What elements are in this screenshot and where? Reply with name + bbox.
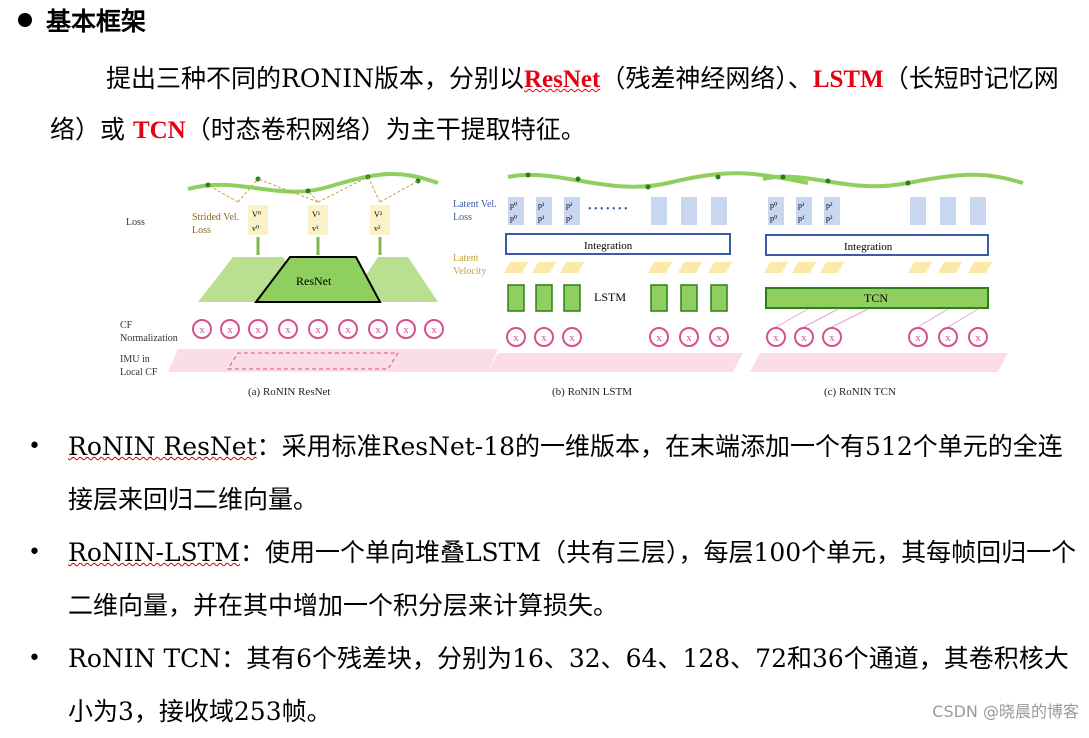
bullet-list: • RoNIN ResNet：采用标准ResNet-18的一维版本，在末端添加一个… [26,420,1086,738]
svg-text:x: x [569,332,575,344]
v-bot-1: v¹ [312,224,319,233]
caption-c: (c) RoNIN TCN [824,386,896,398]
integration-b-label: Integration [584,240,633,252]
integration-c-label: Integration [844,241,893,253]
intro-part3: （长短时记忆网络）或 [50,64,1059,144]
intro-part4: （时态卷积网络）为主干提取特征。 [185,115,586,144]
svg-text:x: x [227,324,233,336]
intro-lstm: LSTM [812,66,884,93]
svg-text:x: x [255,324,261,336]
bullet-name: RoNIN TCN [68,644,222,673]
resnet-block-label: ResNet [296,274,332,288]
lstm-block-label: LSTM [594,290,626,304]
svg-text:x: x [345,324,351,336]
bullet-text: ：使用一个单向堆叠LSTM（共有三层），每层100个单元，其每帧回归一个二维向量… [68,538,1077,620]
intro-part2: （残差神经网络）、 [600,64,813,93]
label-normalization: Normalization [120,333,178,344]
latent-label-1: Latent [453,253,479,264]
svg-text:x: x [975,332,981,344]
v-top-1: V¹ [312,210,321,219]
p-bot-b-1: p¹ [538,214,545,223]
bullet-name: RoNIN ResNet [68,432,257,461]
strided-loss-label: Loss [192,225,211,236]
section-heading: 基本框架 [18,2,146,38]
svg-text:x: x [403,324,409,336]
svg-text:x: x [773,332,779,344]
latent-vel-label: Latent Vel. [453,199,497,210]
p-top-b-0: p⁰ [510,201,517,210]
p-top-c-1: p¹ [798,201,805,210]
p-bot-c-1: p¹ [798,214,805,223]
panel-resnet: Strided Vel. Loss V⁰ v⁰ V¹ v¹ V² v² ResN… [168,171,498,398]
bullet-text: ：采用标准ResNet-18的一维版本，在末端添加一个有512个单元的全连接层来… [68,432,1063,514]
intro-tcn: TCN [132,117,186,144]
svg-text:x: x [829,332,835,344]
bullet-item-tcn: • RoNIN TCN：其有6个残差块，分别为16、32、64、128、72和36… [26,632,1086,738]
bullet-item-resnet: • RoNIN ResNet：采用标准ResNet-18的一维版本，在末端添加一个… [26,420,1086,526]
svg-text:x: x [686,332,692,344]
svg-text:x: x [656,332,662,344]
caption-b: (b) RoNIN LSTM [552,386,632,398]
p-top-c-2: p² [826,201,833,210]
intro-part1: 提出三种不同的RONIN版本，分别以 [106,64,524,93]
strided-vel-label: Strided Vel. [192,212,239,223]
bullet-dot-icon: • [28,540,41,565]
label-cf: CF [120,320,133,331]
p-bot-b-2: p² [566,214,573,223]
svg-text:x: x [915,332,921,344]
label-imu-in: IMU in [120,354,150,365]
v-bot-2: v² [374,224,381,233]
intro-paragraph: 提出三种不同的RONIN版本，分别以ResNet（残差神经网络）、LSTM（长短… [50,54,1080,156]
svg-text:x: x [801,332,807,344]
caption-a: (a) RoNIN ResNet [248,386,330,398]
bullet-text: ：其有6个残差块，分别为16、32、64、128、72和36个通道，其卷积核大小… [68,644,1069,726]
latent-label-2: Velocity [453,266,486,277]
bullet-dot-icon [18,13,32,27]
label-loss: Loss [126,217,145,228]
p-top-c-0: p⁰ [770,201,777,210]
svg-text:x: x [513,332,519,344]
p-top-b-1: p¹ [538,201,545,210]
v-top-2: V² [374,210,383,219]
svg-text:x: x [945,332,951,344]
svg-text:x: x [315,324,321,336]
latent-loss-label: Loss [453,212,472,223]
bullet-item-lstm: • RoNIN-LSTM：使用一个单向堆叠LSTM（共有三层），每层100个单元，… [26,526,1086,632]
svg-text:x: x [199,324,205,336]
architecture-figure: Loss CF Normalization IMU in Local CF St… [120,171,1024,398]
heading-text: 基本框架 [46,7,147,36]
svg-text:x: x [375,324,381,336]
bullet-dot-icon: • [28,434,41,459]
v-bot-0: v⁰ [252,224,259,233]
panel-lstm: Latent Vel. Loss p⁰ p⁰ p¹ p¹ p² p² • • •… [453,171,809,398]
v-top-0: V⁰ [252,210,261,219]
svg-text:• • • • • • •: • • • • • • • [588,204,628,215]
bullet-name: RoNIN-LSTM [68,538,240,567]
p-bot-c-2: p² [826,214,833,223]
p-bot-c-0: p⁰ [770,214,777,223]
bullet-dot-icon: • [28,646,41,671]
intro-resnet: ResNet [523,66,601,93]
watermark: CSDN @晓晨的博客 [932,702,1079,721]
p-top-b-2: p² [566,201,573,210]
label-local-cf: Local CF [120,367,158,378]
svg-text:x: x [541,332,547,344]
tcn-block-label: TCN [864,291,888,305]
svg-text:x: x [285,324,291,336]
svg-text:x: x [431,324,437,336]
panel-tcn: p⁰ p⁰ p¹ p¹ p² p² Integration TCN x x x x x… [750,172,1024,398]
p-bot-b-0: p⁰ [510,214,517,223]
svg-text:x: x [716,332,722,344]
